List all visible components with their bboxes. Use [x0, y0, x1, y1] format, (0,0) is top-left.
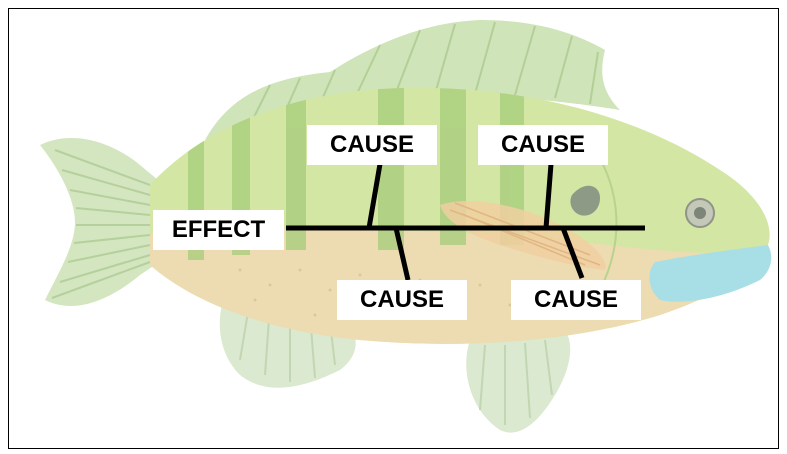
cause-label-top-right: CAUSE — [478, 125, 608, 165]
effect-label: EFFECT — [153, 210, 284, 250]
cause-label-bottom-left: CAUSE — [337, 280, 467, 320]
cause-label-top-left: CAUSE — [307, 125, 437, 165]
cause-label-bottom-right: CAUSE — [511, 280, 641, 320]
fish-pupil — [694, 207, 706, 219]
